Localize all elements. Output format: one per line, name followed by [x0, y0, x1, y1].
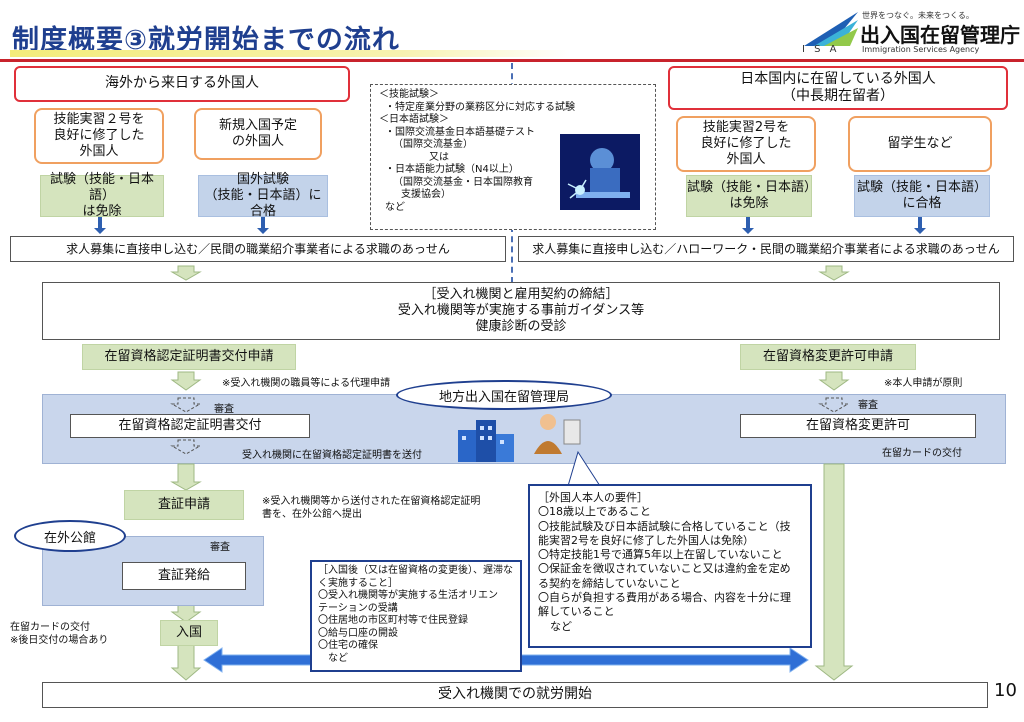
building-icon	[452, 416, 518, 462]
issue-change: 在留資格変更許可	[740, 414, 976, 438]
left-exam-exempt: 試験（技能・日本語） は免除	[40, 172, 164, 219]
entry-box: 入国	[160, 620, 218, 646]
bureau-label: 地方出入国在留管理局	[438, 389, 569, 405]
visa-apply-note: ※受入れ機関等から送付された在留資格認定証明 書を、在外公館へ提出	[262, 496, 481, 520]
embassy-review-label: 審査	[210, 542, 230, 553]
isa-logo-mark-icon	[804, 12, 858, 46]
page-number: 10	[994, 680, 1017, 701]
left-title: 海外から来日する外国人	[105, 75, 259, 92]
welder-illustration	[560, 134, 640, 210]
logo-en: Immigration Services Agency	[862, 45, 980, 54]
officer-icon	[530, 410, 584, 458]
embassy-oval: 在外公館	[14, 520, 126, 552]
left-recruit: 求人募集に直接申し込む／民間の職業紹介事業者による求職のあっせん	[10, 236, 506, 262]
final-box: 受入れ機関での就労開始	[42, 682, 988, 708]
after-entry-box: ［入国後（又は在留資格の変更後）、遅滞な く実施すること］ 〇受入れ機関等が実施…	[310, 560, 522, 672]
card-note-left: 在留カードの交付 ※後日交付の場合あり	[10, 622, 109, 646]
apply-change: 在留資格変更許可申請	[740, 344, 916, 370]
logo-org: 出入国在留管理庁	[860, 23, 1020, 47]
arrows-top	[94, 217, 926, 281]
contract-box: ［受入れ機関と雇用契約の締結］ 受入れ機関等が実施する事前ガイダンス等 健康診断…	[42, 282, 1000, 340]
visa-issue: 査証発給	[122, 562, 246, 590]
apply-coe: 在留資格認定証明書交付申請	[82, 344, 296, 370]
card-note-right: 在留カードの交付	[882, 448, 962, 459]
right-title-box: 日本国内に在留している外国人 （中長期在留者）	[668, 66, 1008, 110]
apply-right-note: ※本人申請が原則	[884, 378, 963, 389]
header-red-line	[0, 59, 1024, 62]
title-underline	[10, 50, 570, 57]
left-box-trainee: 技能実習２号を 良好に修了した 外国人	[34, 108, 164, 164]
embassy-label: 在外公館	[43, 530, 96, 546]
left-exam-passed: 国外試験 （技能・日本語）に合格	[198, 172, 328, 219]
right-box-trainee: 技能実習2号を 良好に修了した 外国人	[676, 116, 816, 172]
right-exam-passed: 試験（技能・日本語） に合格	[854, 175, 990, 217]
right-box-student: 留学生など	[848, 116, 992, 172]
review-left-label: 審査	[214, 404, 234, 415]
right-exam-exempt: 試験（技能・日本語） は免除	[686, 175, 817, 217]
isa-logo: I S A 世界をつなぐ。未来をつくる。 出入国在留管理庁 Immigratio…	[800, 8, 1020, 58]
bureau-label-oval: 地方出入国在留管理局	[396, 380, 612, 410]
logo-isa: I S A	[802, 44, 840, 55]
right-recruit: 求人募集に直接申し込む／ハローワーク・民間の職業紹介事業者による求職のあっせん	[518, 236, 1014, 262]
apply-left-note: ※受入れ機関の職員等による代理申請	[222, 378, 391, 389]
requirements-box: ［外国人本人の要件］ 〇18歳以上であること 〇技能試験及び日本語試験に合格して…	[528, 484, 812, 648]
logo-tagline: 世界をつなぐ。未来をつくる。	[862, 11, 974, 20]
visa-apply: 査証申請	[124, 490, 244, 520]
welder-icon	[567, 148, 630, 199]
left-title-box: 海外から来日する外国人	[14, 66, 350, 102]
left-box-new-entry: 新規入国予定 の外国人	[194, 108, 322, 160]
issue-coe: 在留資格認定証明書交付	[70, 414, 310, 438]
review-right-label: 審査	[858, 400, 878, 411]
send-note: 受入れ機関に在留資格認定証明書を送付	[242, 450, 422, 461]
